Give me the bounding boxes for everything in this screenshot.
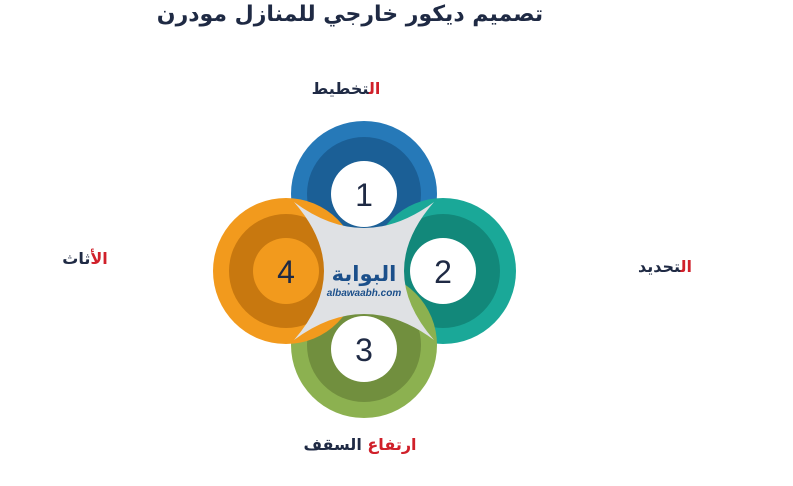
step-1-label-text: تخطيط	[311, 79, 369, 98]
step-2-label: التحديد	[620, 256, 710, 278]
step-4-badge	[253, 238, 319, 304]
logo-domain-text: albawaabh.com	[327, 288, 402, 299]
step-1-label: التخطيط	[296, 78, 396, 100]
step-1-number: 1	[355, 177, 373, 213]
page-title: تصميم ديكور خارجي للمنازل مودرن	[156, 2, 544, 27]
step-4-label: الأثاث	[40, 248, 130, 270]
albawaabh-logo: البوابة albawaabh.com	[327, 262, 402, 299]
step-4-label-accent: ال	[90, 249, 108, 268]
step-2-label-text: تحديد	[637, 257, 681, 276]
step-3-badge	[331, 316, 397, 382]
center-shape	[294, 202, 434, 340]
logo-arabic-text: البوابة	[332, 262, 397, 286]
step-3-label-accent: ارتفاع	[367, 435, 417, 454]
step-1-badge	[331, 161, 397, 227]
step-4-number: 4	[277, 254, 295, 290]
step-2-badge	[410, 238, 476, 304]
step-3-label-text: السقف	[303, 435, 368, 454]
step-3-number: 3	[355, 332, 373, 368]
step-3-label: ارتفاع السقف	[290, 434, 430, 456]
step-1-label-accent: ال	[368, 79, 381, 98]
step-2-label-accent: ال	[680, 257, 693, 276]
step-4-label-text: أثاث	[62, 249, 91, 268]
step-2-number: 2	[434, 254, 452, 290]
